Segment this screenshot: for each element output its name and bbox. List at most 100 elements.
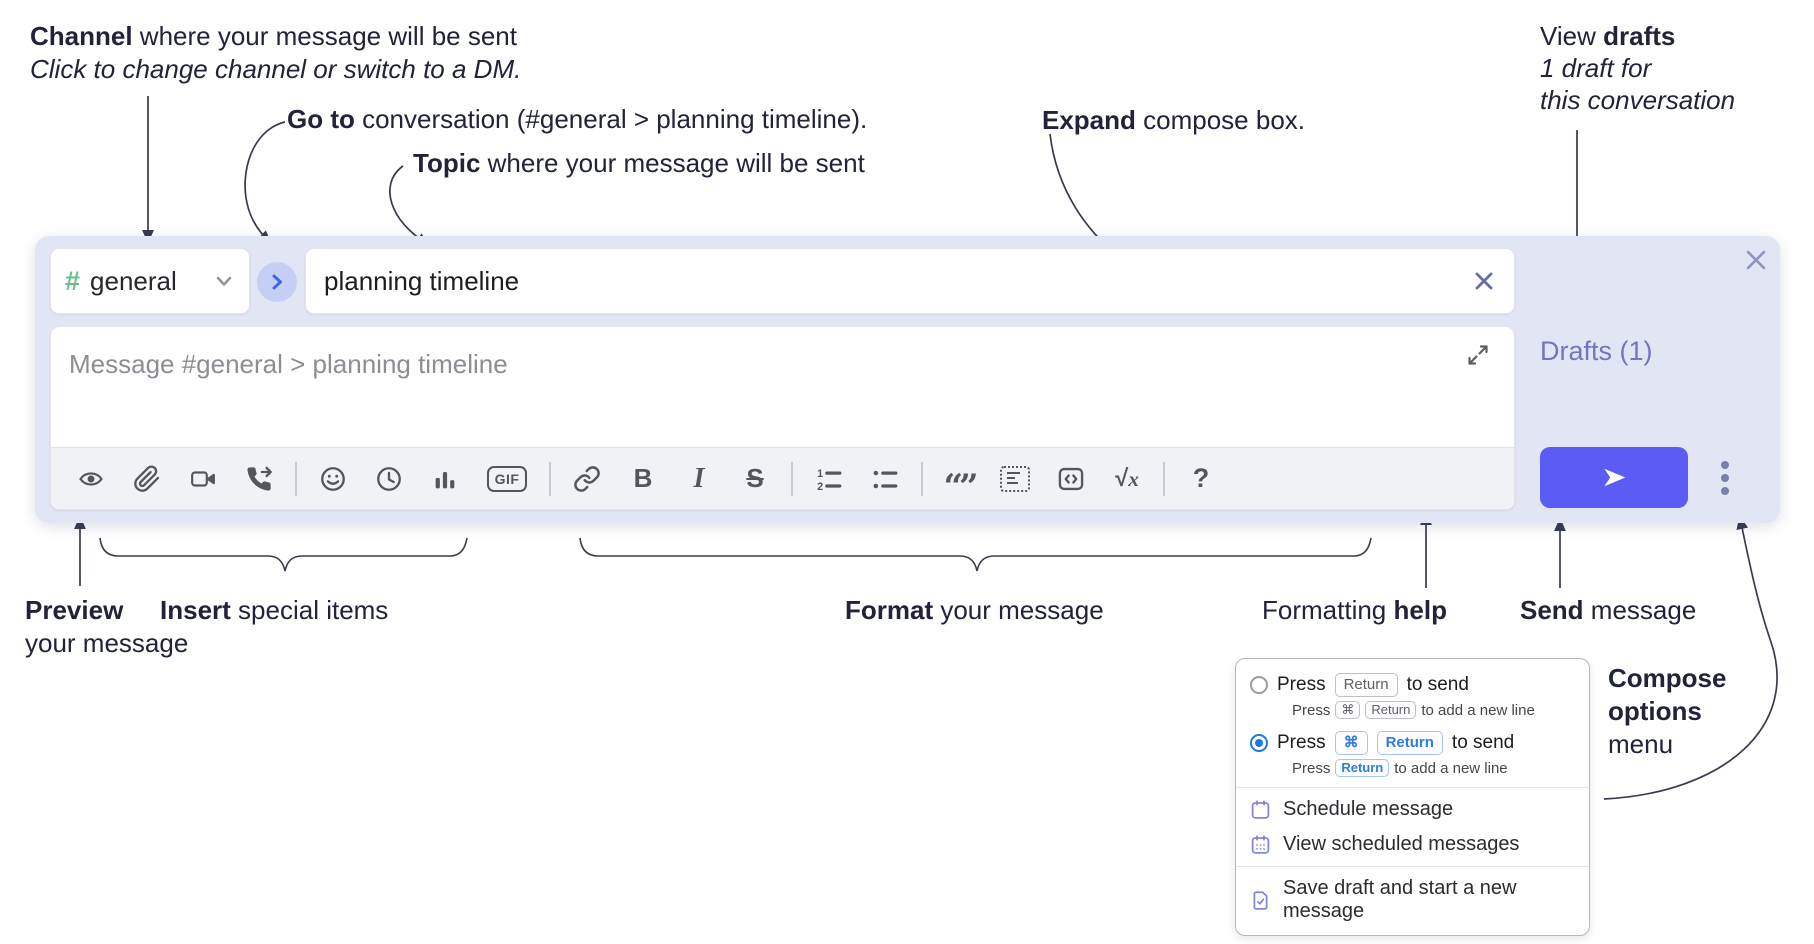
cmd-key: ⌘ [1335, 701, 1361, 719]
callout-view-drafts: View drafts 1 draft for this conversatio… [1540, 21, 1736, 115]
brace-insert [99, 537, 468, 572]
inline-code-icon [1058, 467, 1084, 490]
paperclip-icon [134, 464, 160, 492]
toolbar-separator [791, 461, 793, 496]
toolbar-separator [921, 461, 923, 496]
menu-divider [1236, 787, 1589, 788]
bar-chart-icon [435, 471, 455, 488]
toolbar-separator [1163, 461, 1165, 496]
send-icon [1603, 468, 1625, 487]
return-key: Return [1334, 673, 1398, 697]
strikethrough-button[interactable]: S [733, 457, 777, 501]
svg-text:1: 1 [817, 467, 823, 479]
draft-check-icon [1250, 890, 1271, 911]
calendar-icon [1250, 799, 1271, 820]
calendar-grid-icon [1250, 834, 1271, 855]
close-icon [1743, 247, 1769, 273]
save-draft-item[interactable]: Save draft and start a new message [1236, 871, 1589, 929]
callout-compose-options: Compose options menu [1608, 663, 1727, 759]
link-icon [574, 465, 600, 492]
expand-compose-button[interactable] [1466, 343, 1490, 367]
italic-icon: I [693, 462, 705, 494]
strikethrough-icon: S [746, 463, 764, 493]
clock-icon [377, 466, 401, 491]
chevron-right-icon [266, 271, 288, 293]
code-block-button[interactable] [993, 457, 1037, 501]
view-scheduled-messages-item[interactable]: View scheduled messages [1236, 827, 1589, 862]
channel-selector[interactable]: # general [50, 248, 250, 314]
bold-button[interactable]: B [621, 457, 665, 501]
callout-formatting-help: Formatting help [1262, 595, 1447, 625]
bulleted-list-button[interactable] [863, 457, 907, 501]
callout-insert: Insert special items [160, 595, 389, 625]
compose-options-button[interactable] [1707, 458, 1743, 498]
phone-forward-icon [247, 466, 272, 491]
callout-channel: Channel where your message will be sent … [30, 21, 522, 84]
option-return-to-send[interactable]: Press Return to send Press ⌘ Return to a… [1236, 671, 1589, 719]
formula-icon: √x [1115, 464, 1139, 492]
svg-text:2: 2 [817, 480, 823, 492]
recent-button[interactable] [367, 457, 411, 501]
close-compose-button[interactable] [1742, 246, 1770, 274]
expand-icon [1468, 345, 1488, 365]
callout-go-to: Go to conversation (#general > planning … [287, 104, 868, 134]
send-button[interactable] [1540, 447, 1688, 508]
bold-icon: B [633, 463, 653, 493]
ordered-list-button[interactable]: 1 2 [807, 457, 851, 501]
radio-selected-icon[interactable] [1250, 734, 1268, 752]
blockquote-button[interactable]: “” [937, 457, 981, 507]
gif-icon: GIF [486, 465, 528, 492]
radio-unselected-icon[interactable] [1250, 676, 1268, 694]
toolbar-separator [295, 461, 297, 496]
toolbar-separator [549, 461, 551, 496]
formula-button[interactable]: √x [1105, 457, 1149, 501]
callout-format: Format your message [845, 595, 1104, 625]
code-block-icon [1000, 465, 1030, 492]
emoji-button[interactable] [311, 457, 355, 501]
menu-divider [1236, 866, 1589, 867]
poll-button[interactable] [423, 457, 467, 501]
preview-button[interactable] [69, 457, 113, 501]
connector-goto [244, 121, 286, 244]
brace-format [579, 537, 1372, 572]
italic-button[interactable]: I [677, 457, 721, 501]
question-mark-icon: ? [1192, 463, 1210, 493]
formatting-toolbar: GIF B I S 1 2 [51, 447, 1514, 509]
link-button[interactable] [565, 457, 609, 501]
video-clip-button[interactable] [181, 457, 225, 501]
callout-topic: Topic where your message will be sent [413, 148, 865, 178]
video-camera-icon [191, 470, 215, 487]
audio-call-button[interactable] [237, 457, 281, 501]
kebab-dot [1721, 487, 1729, 495]
clear-topic-button[interactable] [1472, 269, 1496, 293]
drafts-link[interactable]: Drafts (1) [1540, 336, 1653, 366]
ordered-list-icon: 1 2 [817, 467, 842, 492]
channel-name: general [90, 265, 177, 296]
callout-preview: Preview your message [25, 595, 189, 658]
eye-icon [79, 471, 103, 486]
return-key: Return [1335, 759, 1390, 777]
kebab-dot [1721, 474, 1729, 482]
message-placeholder: Message #general > planning timeline [69, 349, 508, 379]
compose-options-menu: Press Return to send Press ⌘ Return to a… [1235, 658, 1590, 936]
callout-expand: Expand compose box. [1042, 105, 1306, 135]
inline-code-button[interactable] [1049, 457, 1093, 501]
return-key: Return [1365, 701, 1417, 719]
bulleted-list-icon [873, 470, 898, 488]
smiley-icon [321, 466, 345, 491]
channel-hash-icon: # [65, 265, 81, 296]
message-input[interactable]: Message #general > planning timeline [50, 326, 1515, 510]
schedule-message-item[interactable]: Schedule message [1236, 792, 1589, 827]
go-to-conversation-button[interactable] [257, 262, 297, 302]
option-cmd-return-to-send[interactable]: Press ⌘ Return to send Press Return to a… [1236, 729, 1589, 777]
topic-value: planning timeline [324, 265, 520, 296]
attach-file-button[interactable] [125, 457, 169, 501]
topic-input[interactable]: planning timeline [305, 248, 1515, 314]
callout-send: Send message [1520, 595, 1697, 625]
quote-icon: “” [943, 466, 978, 507]
cmd-key: ⌘ [1334, 731, 1368, 755]
formatting-help-button[interactable]: ? [1179, 457, 1223, 501]
compose-box: # general planning timeline Drafts (1) M… [35, 236, 1780, 523]
gif-button[interactable]: GIF [479, 457, 535, 501]
